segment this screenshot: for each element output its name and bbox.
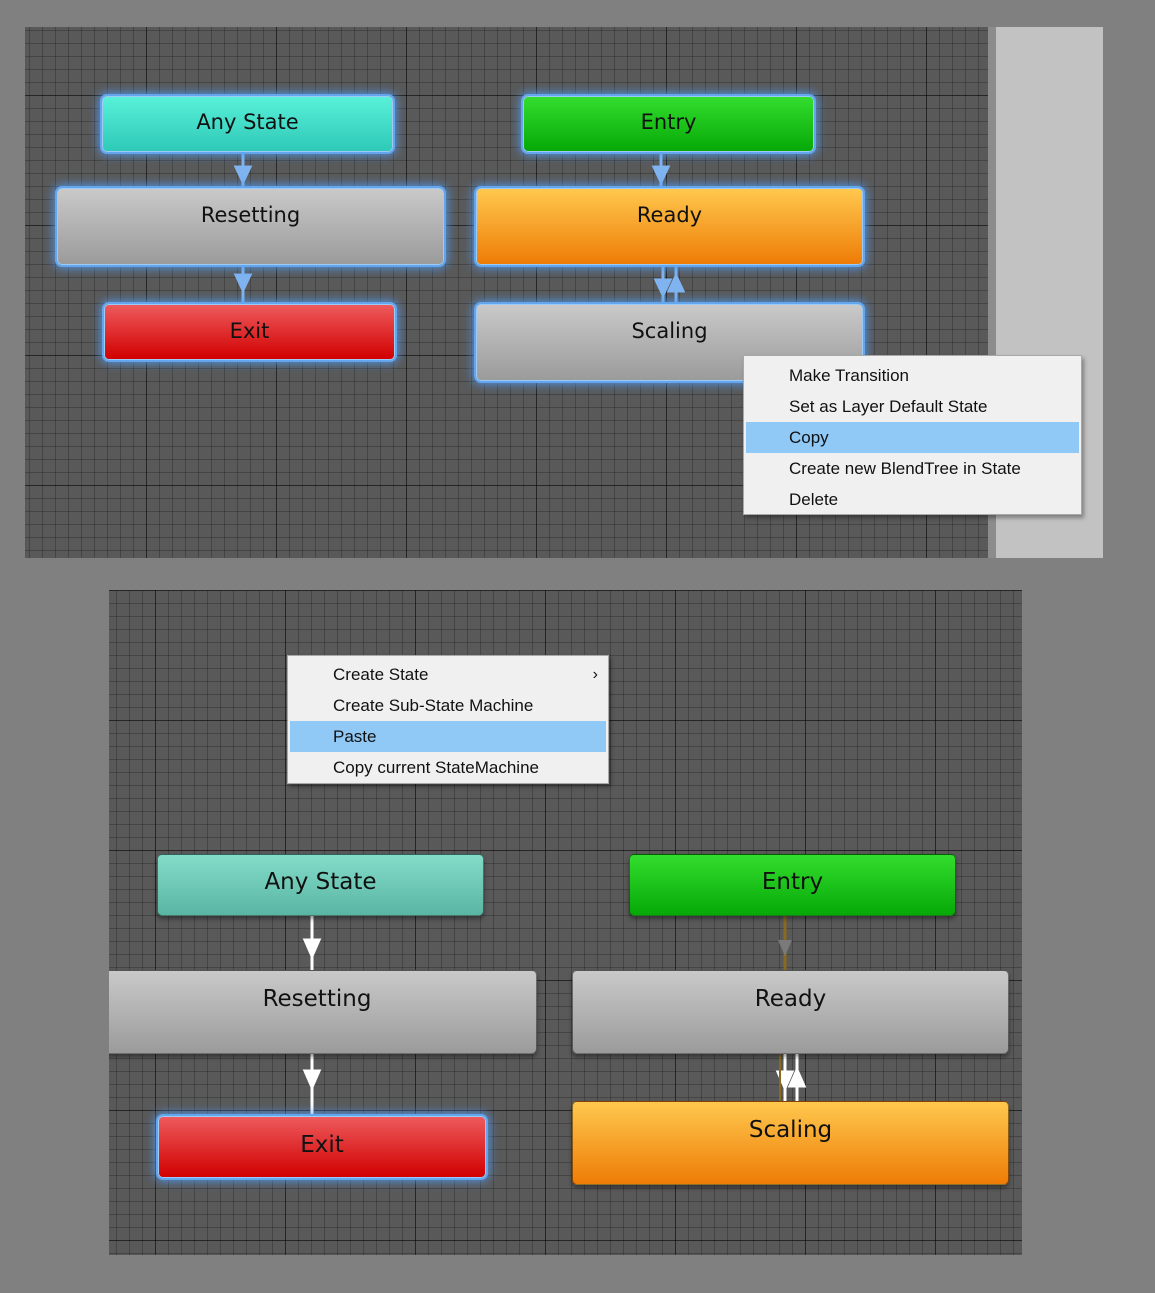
menu-item-copy[interactable]: Copy [746,422,1079,453]
node-label: Any State [196,110,299,134]
node-label: Exit [229,319,270,343]
menu-item-set-default-state[interactable]: Set as Layer Default State [789,397,988,416]
node-label: Exit [300,1132,344,1158]
menu-item-create-sub-state-machine[interactable]: Create Sub-State Machine [333,696,534,715]
menu-item-create-blendtree[interactable]: Create new BlendTree in State [789,459,1021,478]
node-label: Entry [640,110,697,134]
node-any-state[interactable]: Any State [102,96,393,152]
graph-context-menu: Create State › Create Sub-State Machine … [287,655,609,784]
node-any-state[interactable]: Any State [157,854,484,916]
menu-item-make-transition[interactable]: Make Transition [789,366,909,385]
node-exit[interactable]: Exit [158,1116,486,1178]
node-label: Resetting [200,203,301,227]
node-label: Resetting [262,986,372,1012]
menu-item-create-state[interactable]: Create State › [290,659,606,690]
chevron-right-icon: › [592,666,598,683]
node-label: Entry [761,869,824,895]
menu-item-delete[interactable]: Delete [789,490,839,509]
panel-clip-mask [90,960,109,1060]
node-entry[interactable]: Entry [523,96,814,152]
node-label: Scaling [748,1117,833,1143]
node-scaling[interactable]: Scaling [572,1101,1009,1185]
node-label: Scaling [631,319,708,343]
node-label: Ready [754,986,827,1012]
scrollbar-edge[interactable] [988,27,996,558]
node-entry[interactable]: Entry [629,854,956,916]
node-resetting[interactable]: Resetting [57,188,444,265]
menu-item-copy-state-machine[interactable]: Copy current StateMachine [333,758,539,777]
state-context-menu: Make Transition Set as Layer Default Sta… [743,355,1082,515]
menu-item-paste[interactable]: Paste [290,721,606,752]
node-exit[interactable]: Exit [104,304,395,360]
node-label: Any State [264,869,377,895]
node-resetting[interactable]: Resetting [97,970,537,1054]
node-ready[interactable]: Ready [476,188,863,265]
menu-item-label: Create State [333,665,429,684]
node-label: Ready [636,203,703,227]
node-ready[interactable]: Ready [572,970,1009,1054]
